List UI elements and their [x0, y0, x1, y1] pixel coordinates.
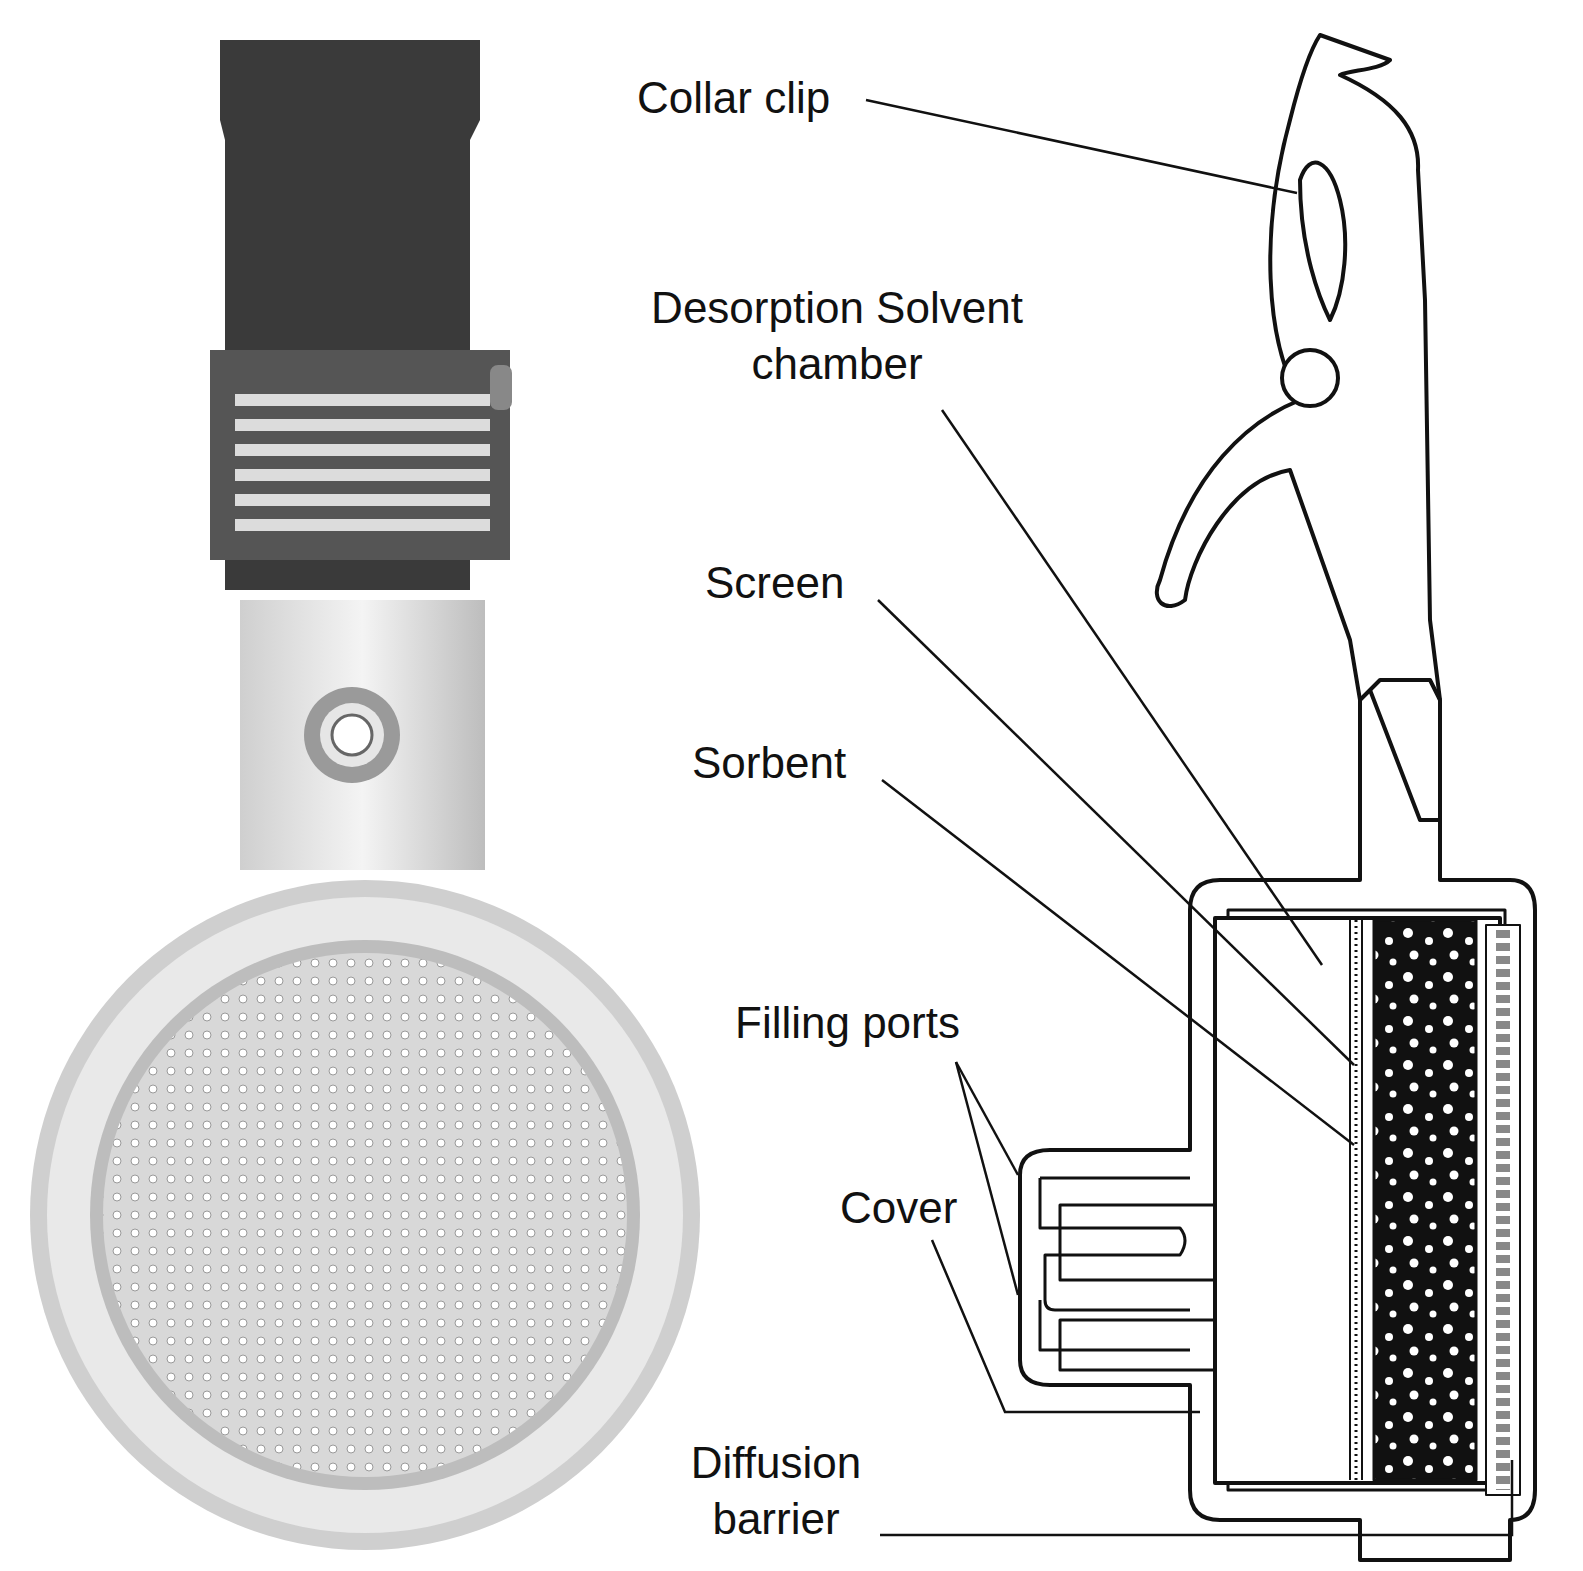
part-label: Diffusion barrier — [660, 1435, 892, 1547]
part-label: Sorbent — [692, 735, 846, 791]
part-label: Cover — [840, 1180, 957, 1236]
badge-photo — [30, 880, 700, 1550]
part-label: Screen — [705, 555, 844, 611]
collar-clip-drawing — [1157, 35, 1440, 860]
sampler-housing-drawing — [1020, 860, 1535, 1560]
clip-photo — [210, 40, 512, 870]
part-label: Collar clip — [637, 70, 830, 126]
part-label: Desorption Solvent chamber — [651, 280, 1023, 392]
part-label: Filling ports — [735, 995, 960, 1051]
